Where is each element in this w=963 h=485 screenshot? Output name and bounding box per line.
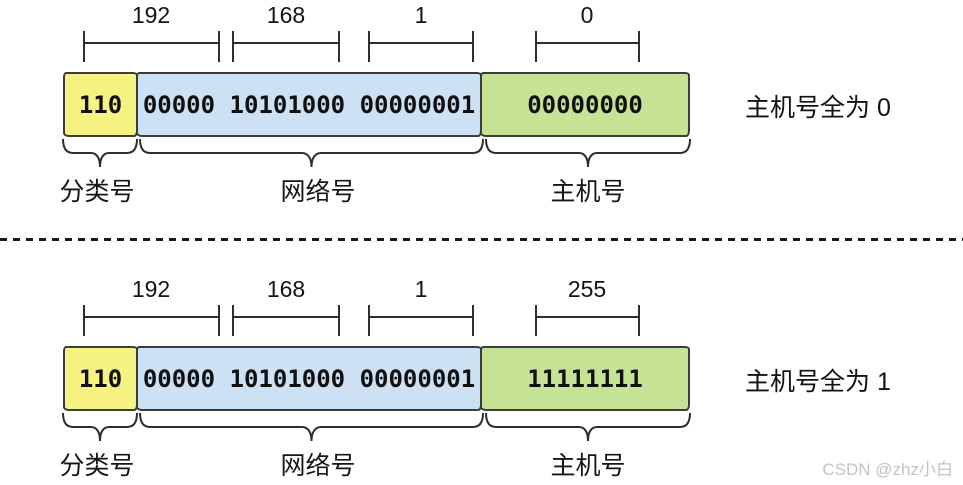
host-field-label: 主机号 xyxy=(550,452,626,480)
class-field-label: 分类号 xyxy=(59,178,135,206)
octet-ruler-segment xyxy=(535,31,640,62)
dashed-separator xyxy=(0,238,963,241)
host-note: 主机号全为 0 xyxy=(745,94,891,122)
octet-value-label: 168 xyxy=(266,2,306,28)
host-bits-box: 11111111 xyxy=(480,346,690,411)
diagram-host-all-zero: 192 168 1 0 110 00000 10101000 00000001 … xyxy=(0,0,963,232)
octet-value-label: 1 xyxy=(414,2,428,28)
octet-value-label: 192 xyxy=(131,2,171,28)
underbrace-host xyxy=(485,139,691,169)
host-bits-box: 00000000 xyxy=(480,72,690,137)
underbrace-host xyxy=(485,413,691,443)
class-bits-box: 110 xyxy=(63,346,138,411)
host-field-label: 主机号 xyxy=(550,178,626,206)
octet-ruler-segment xyxy=(83,31,220,62)
diagram-host-all-one: 192 168 1 255 110 00000 10101000 0000000… xyxy=(0,274,963,485)
octet-value-label: 192 xyxy=(131,276,171,302)
octet-ruler-segment xyxy=(232,31,340,62)
network-field-label: 网络号 xyxy=(280,178,356,206)
octet-ruler-segment xyxy=(232,305,340,336)
octet-ruler-segment xyxy=(83,305,220,336)
octet-ruler-segment xyxy=(535,305,640,336)
bit-boxes-row: 110 00000 10101000 00000001 00000000 xyxy=(63,72,690,137)
host-note: 主机号全为 1 xyxy=(745,368,891,396)
octet-ruler-segment xyxy=(368,305,474,336)
octet-value-label: 0 xyxy=(580,2,594,28)
underbrace-network xyxy=(139,413,484,443)
underbrace-class xyxy=(62,139,138,169)
watermark: CSDN @zhz小白 xyxy=(822,460,953,479)
network-field-label: 网络号 xyxy=(280,452,356,480)
bit-boxes-row: 110 00000 10101000 00000001 11111111 xyxy=(63,346,690,411)
underbrace-class xyxy=(62,413,138,443)
class-field-label: 分类号 xyxy=(59,452,135,480)
class-bits-box: 110 xyxy=(63,72,138,137)
octet-value-label: 168 xyxy=(266,276,306,302)
network-bits-box: 00000 10101000 00000001 xyxy=(136,346,482,411)
octet-value-label: 255 xyxy=(567,276,607,302)
octet-ruler-segment xyxy=(368,31,474,62)
octet-value-label: 1 xyxy=(414,276,428,302)
network-bits-box: 00000 10101000 00000001 xyxy=(136,72,482,137)
underbrace-network xyxy=(139,139,484,169)
